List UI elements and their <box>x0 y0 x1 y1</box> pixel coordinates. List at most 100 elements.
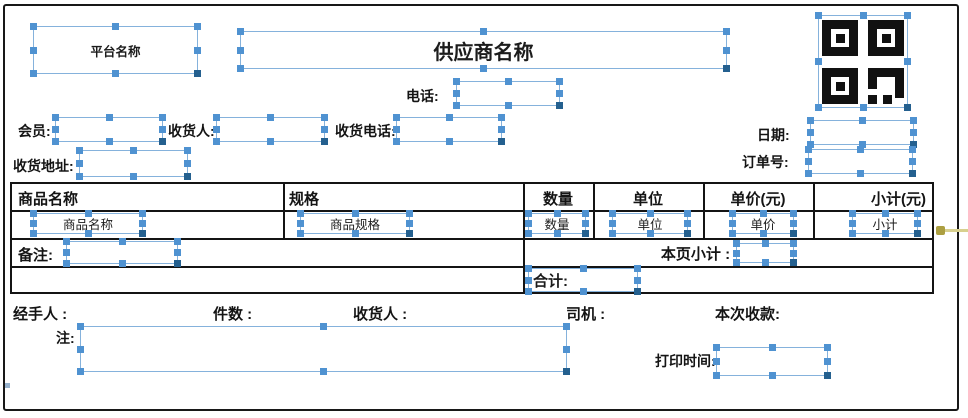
resize-handle-ne[interactable] <box>909 146 916 153</box>
phone-field[interactable] <box>453 78 563 109</box>
resize-handle-e[interactable] <box>184 160 191 167</box>
resize-handle-e[interactable] <box>194 46 201 54</box>
resize-handle-w[interactable] <box>807 129 814 136</box>
resize-handle-s[interactable] <box>761 259 769 266</box>
resize-handle-n[interactable] <box>105 114 113 121</box>
resize-handle-n[interactable] <box>761 240 769 247</box>
resize-handle-w[interactable] <box>815 58 822 65</box>
resize-handle-se[interactable] <box>139 230 146 237</box>
resize-handle-se[interactable] <box>634 288 641 295</box>
resize-handle-n[interactable] <box>351 210 359 217</box>
resize-handle-nw[interactable] <box>52 114 59 121</box>
resize-handle-nw[interactable] <box>805 146 812 153</box>
resize-handle-s[interactable] <box>112 70 119 77</box>
resize-handle-w[interactable] <box>52 126 59 133</box>
resize-handle-nw[interactable] <box>525 210 532 217</box>
resize-handle-sw[interactable] <box>453 102 460 109</box>
resize-handle-n[interactable] <box>768 344 776 351</box>
order-no-field[interactable] <box>805 146 916 177</box>
resize-handle-nw[interactable] <box>733 240 741 247</box>
platform-name-element[interactable]: 平台名称 <box>30 23 201 77</box>
resize-handle-s[interactable] <box>504 102 512 109</box>
resize-handle-w[interactable] <box>525 276 532 284</box>
resize-handle-w[interactable] <box>729 220 736 227</box>
resize-handle-sw[interactable] <box>213 138 220 145</box>
resize-handle-nw[interactable] <box>237 28 244 35</box>
resize-handle-s[interactable] <box>759 230 767 237</box>
receiver-phone-field[interactable] <box>393 114 505 145</box>
resize-handle-sw[interactable] <box>77 368 84 375</box>
resize-handle-s[interactable] <box>105 138 113 145</box>
page-subtotal-field[interactable] <box>733 240 798 266</box>
resize-handle-ne[interactable] <box>184 147 191 154</box>
resize-handle-ne[interactable] <box>914 210 921 217</box>
resize-handle-nw[interactable] <box>729 210 736 217</box>
resize-handle-sw[interactable] <box>237 65 244 72</box>
resize-handle-w[interactable] <box>609 220 616 227</box>
resize-handle-s[interactable] <box>445 138 453 145</box>
resize-handle-ne[interactable] <box>684 210 691 217</box>
resize-handle-e[interactable] <box>582 220 589 227</box>
resize-handle-s[interactable] <box>553 230 561 237</box>
resize-handle-e[interactable] <box>723 46 730 54</box>
resize-handle-nw[interactable] <box>713 344 720 351</box>
resize-handle-s[interactable] <box>130 173 137 180</box>
resize-handle-sw[interactable] <box>30 70 37 77</box>
resize-handle-sw[interactable] <box>30 230 37 237</box>
resize-handle-w[interactable] <box>805 158 812 165</box>
subtotal-field[interactable]: 小计 <box>849 210 921 237</box>
resize-handle-e[interactable] <box>563 345 570 353</box>
resize-handle-ne[interactable] <box>723 28 730 35</box>
resize-handle-n[interactable] <box>857 146 864 153</box>
resize-handle-s[interactable] <box>84 230 92 237</box>
resize-handle-ne[interactable] <box>790 210 797 217</box>
resize-handle-n[interactable] <box>759 210 767 217</box>
resize-handle-e[interactable] <box>790 249 798 257</box>
resize-handle-s[interactable] <box>267 138 274 145</box>
resize-handle-se[interactable] <box>498 138 505 145</box>
resize-handle-se[interactable] <box>582 230 589 237</box>
resize-handle-sw[interactable] <box>393 138 400 145</box>
resize-handle-ne[interactable] <box>194 23 201 30</box>
resize-handle-ne[interactable] <box>904 12 911 19</box>
resize-handle-sw[interactable] <box>807 141 814 148</box>
resize-handle-nw[interactable] <box>213 114 220 121</box>
resize-handle-se[interactable] <box>684 230 691 237</box>
resize-handle-nw[interactable] <box>297 210 304 217</box>
resize-handle-n[interactable] <box>320 323 327 330</box>
resize-handle-e[interactable] <box>139 220 146 227</box>
resize-handle-s[interactable] <box>646 230 654 237</box>
resize-handle-e[interactable] <box>174 249 181 256</box>
resize-handle-se[interactable] <box>194 70 201 77</box>
resize-handle-se[interactable] <box>563 368 570 375</box>
resize-handle-e[interactable] <box>914 220 921 227</box>
resize-handle-e[interactable] <box>824 358 831 365</box>
qty-field[interactable]: 数量 <box>525 210 589 237</box>
resize-handle-sw[interactable] <box>525 288 532 295</box>
row-drag-handle[interactable] <box>936 226 945 235</box>
resize-handle-se[interactable] <box>909 170 916 177</box>
resize-handle-w[interactable] <box>453 90 460 97</box>
resize-handle-ne[interactable] <box>790 240 798 247</box>
receiver-field[interactable] <box>213 114 328 145</box>
resize-handle-e[interactable] <box>556 90 563 97</box>
resize-handle-ne[interactable] <box>563 323 570 330</box>
resize-handle-sw[interactable] <box>297 230 304 237</box>
resize-handle-w[interactable] <box>393 126 400 133</box>
resize-handle-se[interactable] <box>824 372 831 379</box>
resize-handle-se[interactable] <box>914 230 921 237</box>
resize-handle-w[interactable] <box>849 220 856 227</box>
resize-handle-n[interactable] <box>881 210 889 217</box>
resize-handle-ne[interactable] <box>321 114 328 121</box>
resize-handle-ne[interactable] <box>174 238 181 245</box>
product-name-field[interactable]: 商品名称 <box>30 210 146 237</box>
address-field[interactable] <box>76 147 191 180</box>
resize-handle-w[interactable] <box>713 358 720 365</box>
resize-handle-nw[interactable] <box>77 323 84 330</box>
resize-handle-sw[interactable] <box>609 230 616 237</box>
resize-handle-ne[interactable] <box>139 210 146 217</box>
resize-handle-sw[interactable] <box>815 104 822 111</box>
resize-handle-e[interactable] <box>406 220 413 227</box>
resize-handle-w[interactable] <box>237 46 244 54</box>
qr-code-element[interactable] <box>815 12 911 111</box>
